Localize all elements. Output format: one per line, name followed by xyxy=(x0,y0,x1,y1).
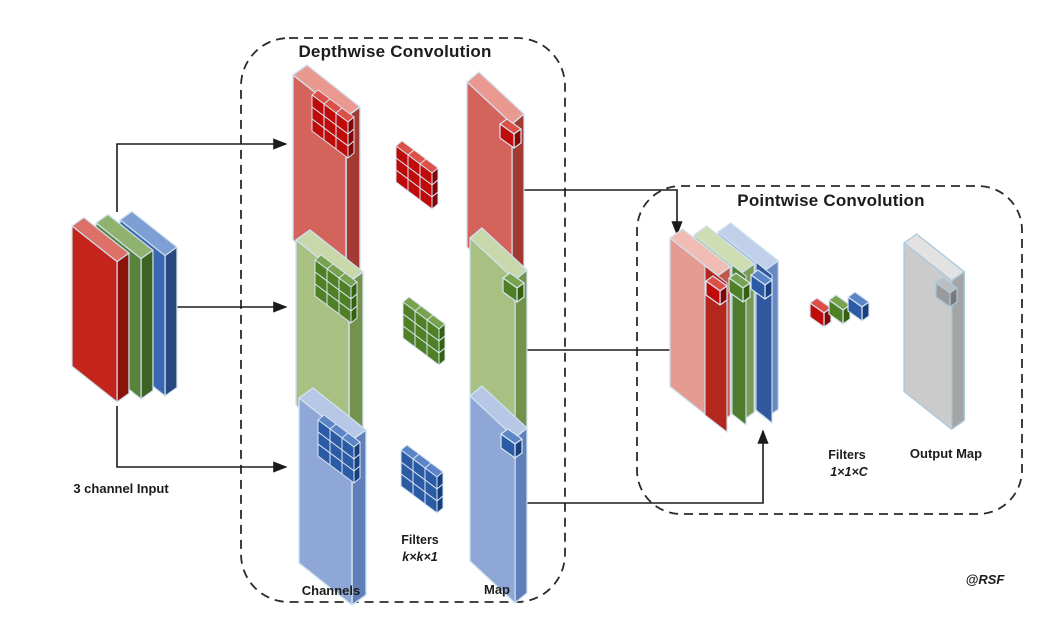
depthwise-filters-size: k×k×1 xyxy=(402,550,438,564)
depthwise-box-border xyxy=(240,37,566,603)
pointwise-filters-label: Filters xyxy=(828,448,866,462)
green-filter-cubes xyxy=(402,296,446,366)
depthwise-maps xyxy=(466,71,528,604)
pointwise-filter-red-cube xyxy=(809,297,832,328)
arrow-blue-map-to-pointwise xyxy=(525,429,769,504)
arrow-input-to-blue-channel xyxy=(116,406,288,473)
arrow-input-to-red-channel xyxy=(116,138,288,212)
pointwise-green-core xyxy=(731,263,747,427)
pointwise-filter-green-cube xyxy=(828,294,851,325)
blue-filter-cubes xyxy=(400,444,444,514)
output-map xyxy=(903,233,965,430)
input-label: 3 channel Input xyxy=(73,481,169,496)
map-label: Map xyxy=(484,582,510,597)
pointwise-filter-blue-cube xyxy=(847,291,870,322)
pointwise-filter xyxy=(809,291,870,328)
pointwise-filters-size: 1×1×C xyxy=(830,465,868,479)
depthwise-title: Depthwise Convolution xyxy=(298,42,492,61)
signature: @RSF xyxy=(965,572,1005,587)
depthwise-channels xyxy=(292,64,367,606)
output-map-slab xyxy=(903,233,965,430)
red-filter-cubes xyxy=(395,140,439,210)
depthwise-filters-label: Filters xyxy=(401,533,439,547)
output-map-label: Output Map xyxy=(909,446,983,461)
pointwise-blue-core xyxy=(755,260,773,425)
arrow-red-map-to-pointwise xyxy=(523,189,683,236)
input-stack xyxy=(71,210,178,403)
pointwise-title: Pointwise Convolution xyxy=(737,191,925,210)
depthwise-filters xyxy=(395,140,446,514)
pointwise-stack xyxy=(669,222,779,434)
pointwise-red-core xyxy=(704,264,728,434)
channels-label: Channels xyxy=(301,583,361,598)
